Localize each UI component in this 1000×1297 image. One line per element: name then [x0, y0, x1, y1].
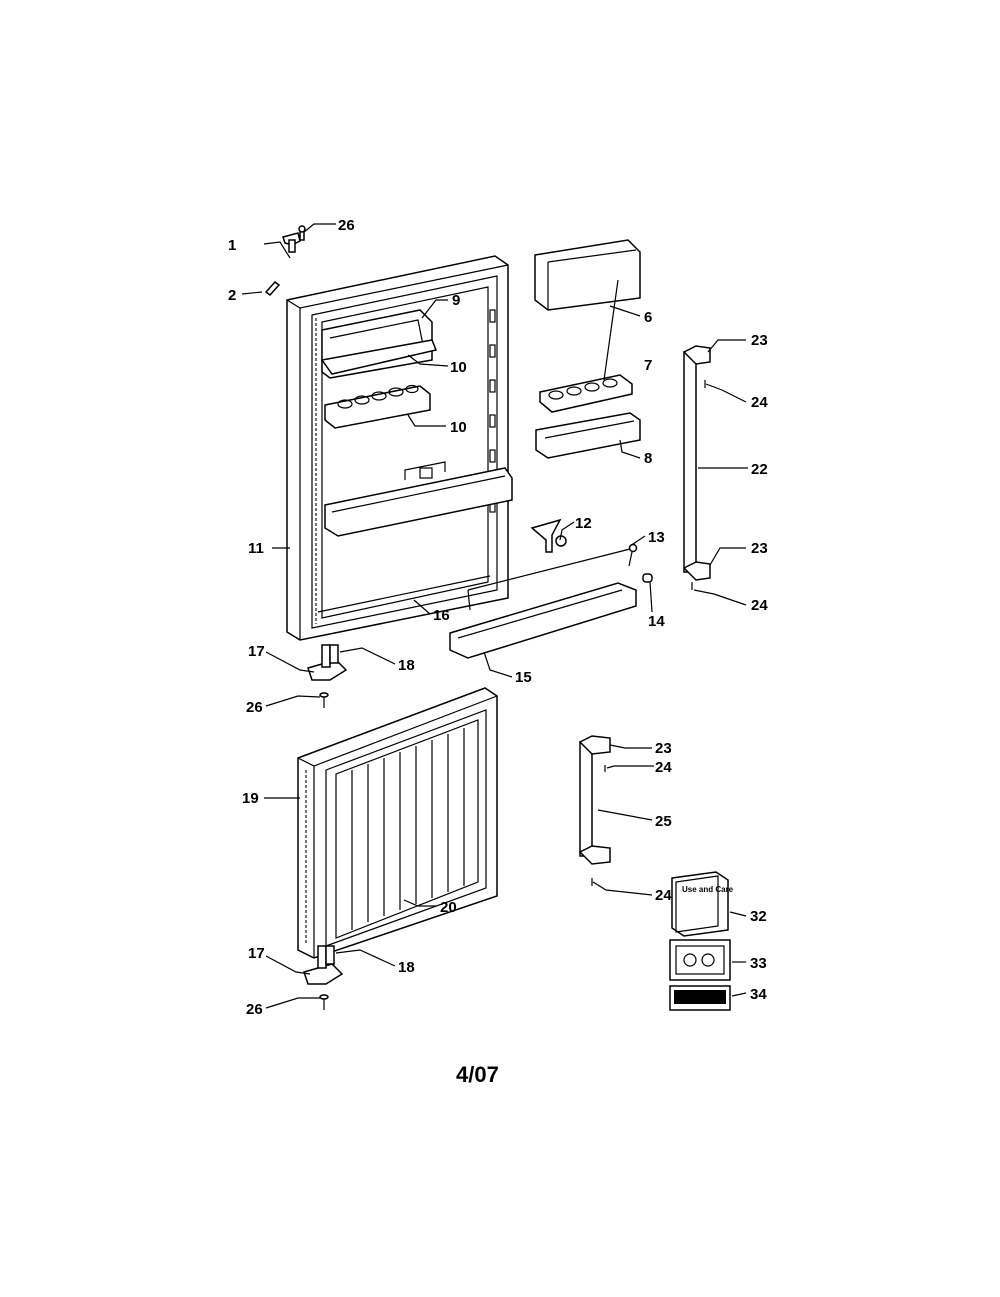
fresh-food-door	[286, 255, 509, 641]
label-18b: 18	[398, 959, 415, 976]
label-6: 6	[644, 309, 652, 326]
label-16: 16	[433, 607, 450, 624]
label-12: 12	[575, 515, 592, 532]
label-18a: 18	[398, 657, 415, 674]
energy-label	[669, 985, 731, 1011]
install-sheet	[669, 939, 731, 981]
label-24b: 24	[751, 597, 768, 614]
label-15: 15	[515, 669, 532, 686]
top-hinge	[264, 225, 306, 297]
use-and-care-booklet: Use and Care	[671, 871, 734, 937]
freezer-handle	[578, 735, 611, 886]
fresh-food-handle	[682, 345, 711, 590]
label-20: 20	[440, 899, 457, 916]
label-17b: 17	[248, 945, 265, 962]
label-24c: 24	[655, 759, 672, 776]
crisper-cover	[534, 239, 641, 311]
label-7: 7	[644, 357, 652, 374]
label-9: 9	[452, 292, 460, 309]
label-24a: 24	[751, 394, 768, 411]
bracket	[530, 518, 562, 553]
middle-hinge	[307, 644, 348, 708]
label-33: 33	[750, 955, 767, 972]
label-1: 1	[228, 237, 236, 254]
label-8: 8	[644, 450, 652, 467]
label-23c: 23	[655, 740, 672, 757]
label-23a: 23	[751, 332, 768, 349]
label-10a: 10	[450, 359, 467, 376]
label-14: 14	[648, 613, 665, 630]
leader-lines	[241, 223, 748, 1009]
label-32: 32	[750, 908, 767, 925]
egg-tray	[539, 374, 633, 413]
door-bin-large	[324, 461, 513, 537]
label-11: 11	[248, 540, 264, 557]
label-13: 13	[648, 529, 665, 546]
label-26c: 26	[246, 1001, 263, 1018]
label-26a: 26	[338, 217, 355, 234]
freezer-door	[297, 687, 498, 959]
door-shelf-egg	[324, 384, 431, 429]
door-bin-small	[535, 412, 641, 459]
bottom-hinge	[303, 945, 344, 1010]
label-34: 34	[750, 986, 767, 1003]
booklet-text: Use and Care	[682, 885, 734, 894]
label-24d: 24	[655, 887, 672, 904]
label-19: 19	[242, 790, 259, 807]
label-25: 25	[655, 813, 672, 830]
label-26b: 26	[246, 699, 263, 716]
dairy-shelf-long	[449, 582, 637, 659]
part-labels: 1 2 6 7 8 9 10 10 11 12 13 14 15 16 17 1…	[228, 217, 768, 1018]
label-22: 22	[751, 461, 768, 478]
label-17a: 17	[248, 643, 265, 660]
label-2: 2	[228, 287, 236, 304]
footer-date: 4/07	[456, 1062, 499, 1087]
dairy-compartment	[320, 309, 438, 379]
label-23b: 23	[751, 540, 768, 557]
label-10b: 10	[450, 419, 467, 436]
